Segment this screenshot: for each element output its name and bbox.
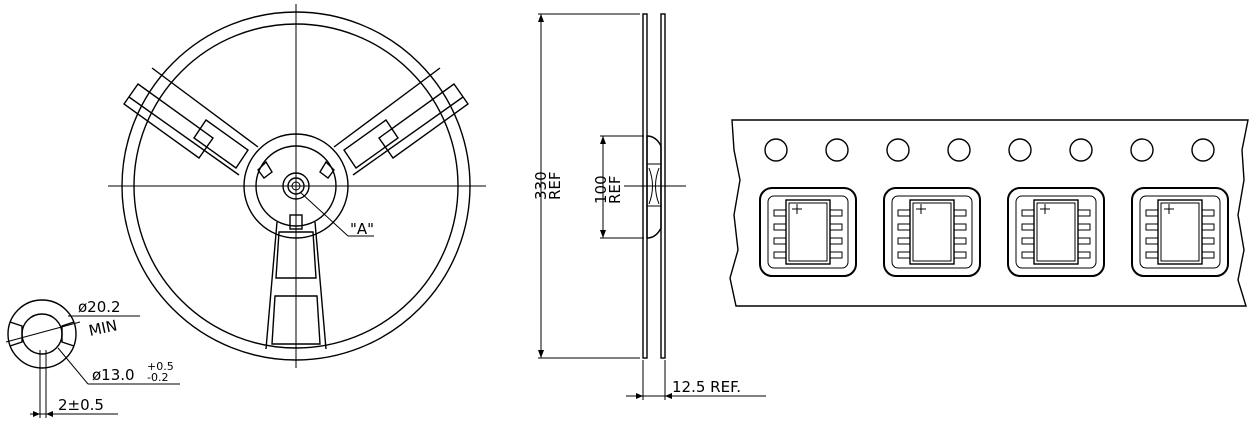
detail-slot-right [61,321,75,347]
ic-pin [1021,223,1035,231]
ic-pin [1145,237,1159,245]
ic-pin [1077,251,1091,259]
sprocket-hole [825,138,849,162]
reel-spokes [128,67,464,350]
dim-outer-note: MIN [87,316,119,340]
ic-pin [953,209,967,217]
detail-a-leader [299,191,349,237]
sprocket-hole [764,138,788,162]
dim-width-label: 12.5 REF. [672,378,741,396]
hub-key-right [319,160,335,179]
ic-pin [1077,209,1091,217]
ic-pin [829,237,843,245]
sprocket-hole [1008,138,1032,162]
dim-inner-tol-minus: -0.2 [147,371,168,384]
sprocket-hole [947,138,971,162]
ic-pin [953,223,967,231]
detail-outer-circle [7,299,77,369]
ic-pin [1077,237,1091,245]
pin1-marker [1040,204,1050,214]
tape-outline [729,119,1249,307]
dim-slot-width: 2±0.5 [58,396,104,414]
ic-pin [1021,251,1035,259]
ic-body [1033,199,1079,265]
ic-pin [1201,237,1215,245]
ic-pin [897,209,911,217]
pin1-marker [792,204,802,214]
reel-side-view: 330 REF 100 REF 12.5 REF. [532,13,766,400]
ic-body [909,199,955,265]
ic-pin [1201,251,1215,259]
ic-pin [1021,237,1035,245]
ic-pin [829,223,843,231]
tape-sprocket-holes [764,138,1215,162]
ic-pin [953,237,967,245]
hub-detail-view: ø20.2 MIN ø13.0 +0.5 -0.2 2±0.5 [5,298,180,418]
sprocket-hole [886,138,910,162]
dim-overall-ref: REF [546,171,564,200]
ic-pin [1201,223,1215,231]
ic-pin [897,237,911,245]
pin1-marker [1164,204,1174,214]
detail-slot-left [9,321,23,347]
tape-pockets [759,187,1229,277]
ic-pin [1077,223,1091,231]
detail-inner-circle [21,313,63,355]
hub-key-left [257,160,273,179]
sprocket-hole [1069,138,1093,162]
ic-body [785,199,831,265]
ic-pin [1145,209,1159,217]
tape-pocket [1131,187,1229,277]
ic-body [1157,199,1203,265]
sprocket-hole [1130,138,1154,162]
ic-pin [953,251,967,259]
ic-pin [773,237,787,245]
ic-pin [897,251,911,259]
ic-pin [773,251,787,259]
dim-inner-diameter: ø13.0 [92,366,135,384]
ic-pin [773,223,787,231]
detail-a-label: "A" [350,220,374,238]
ic-pin [897,223,911,231]
tape-pocket [883,187,981,277]
dim-inner-tol-plus: +0.5 [147,360,174,373]
side-hub [646,135,662,239]
ic-pin [829,209,843,217]
dim-overall-value: 330 [532,171,550,200]
ic-pin [1145,223,1159,231]
carrier-tape [729,119,1249,307]
ic-pin [1145,251,1159,259]
ic-pin [829,251,843,259]
tape-pocket [1007,187,1105,277]
tape-pocket [759,187,857,277]
sprocket-hole [1191,138,1215,162]
dim-outer-diameter: ø20.2 [78,298,121,316]
reel-front-view: "A" [108,4,486,368]
dim-hub-value: 100 [592,175,610,204]
ic-pin [1201,209,1215,217]
ic-pin [773,209,787,217]
ic-pin [1021,209,1035,217]
pin1-marker [916,204,926,214]
dim-hub-ref: REF [606,175,624,204]
reel-windows [123,83,469,345]
